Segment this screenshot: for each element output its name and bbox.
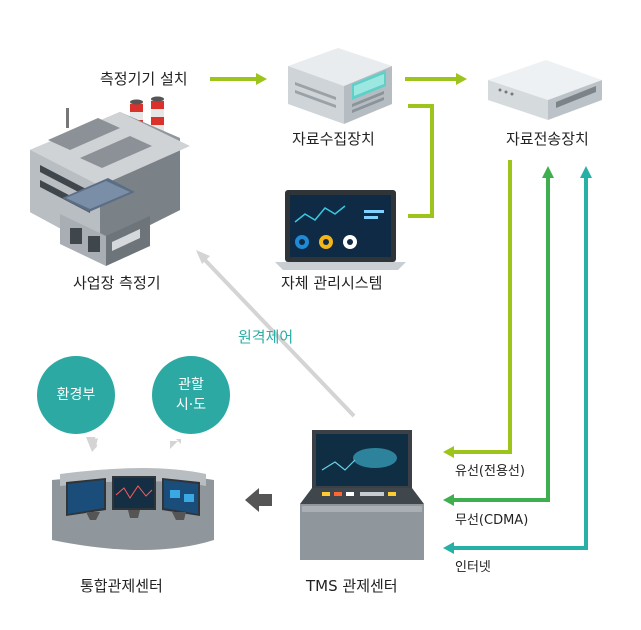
circle-local-gov: 관할 시·도 bbox=[152, 356, 230, 434]
label-data-collector: 자료수집장치 bbox=[292, 130, 375, 148]
arrow-tms-to-integrated bbox=[245, 488, 272, 512]
label-tms-center: TMS 관제센터 bbox=[306, 577, 398, 595]
connector-collector-to-laptop bbox=[408, 104, 434, 218]
arrow-to-local-gov bbox=[170, 439, 181, 449]
label-data-transmitter: 자료전송장치 bbox=[506, 130, 589, 148]
label-internet: 인터넷 bbox=[455, 560, 491, 575]
control-console-icon bbox=[300, 430, 424, 560]
line-wired bbox=[443, 160, 512, 458]
server-box-icon bbox=[288, 48, 392, 124]
label-integrated-center: 통합관제센터 bbox=[80, 577, 163, 595]
arrow-to-ministry bbox=[86, 437, 100, 452]
label-worksite-measurement: 사업장 측정기 bbox=[73, 274, 161, 292]
control-desk-icon bbox=[52, 468, 214, 550]
label-wired: 유선(전용선) bbox=[455, 464, 525, 479]
label-measuring-install: 측정기기 설치 bbox=[100, 70, 188, 88]
label-local-gov-line2: 시·도 bbox=[175, 397, 207, 413]
label-local-gov-line1: 관할 bbox=[178, 377, 204, 393]
arrow-remote-control bbox=[196, 250, 356, 418]
label-ministry-env: 환경부 bbox=[56, 387, 96, 403]
label-self-management: 자체 관리시스템 bbox=[281, 274, 383, 292]
arrow-install-to-collector bbox=[210, 73, 267, 85]
label-remote-control: 원격제어 bbox=[238, 328, 294, 346]
network-device-icon bbox=[488, 60, 602, 120]
line-internet bbox=[443, 166, 592, 554]
laptop-dashboard-icon bbox=[275, 190, 406, 270]
factory-icon bbox=[30, 96, 190, 266]
label-wireless: 무선(CDMA) bbox=[455, 513, 529, 528]
arrow-collector-to-transmitter bbox=[405, 73, 467, 85]
circle-ministry-env: 환경부 bbox=[37, 356, 115, 434]
line-wireless bbox=[443, 166, 554, 506]
